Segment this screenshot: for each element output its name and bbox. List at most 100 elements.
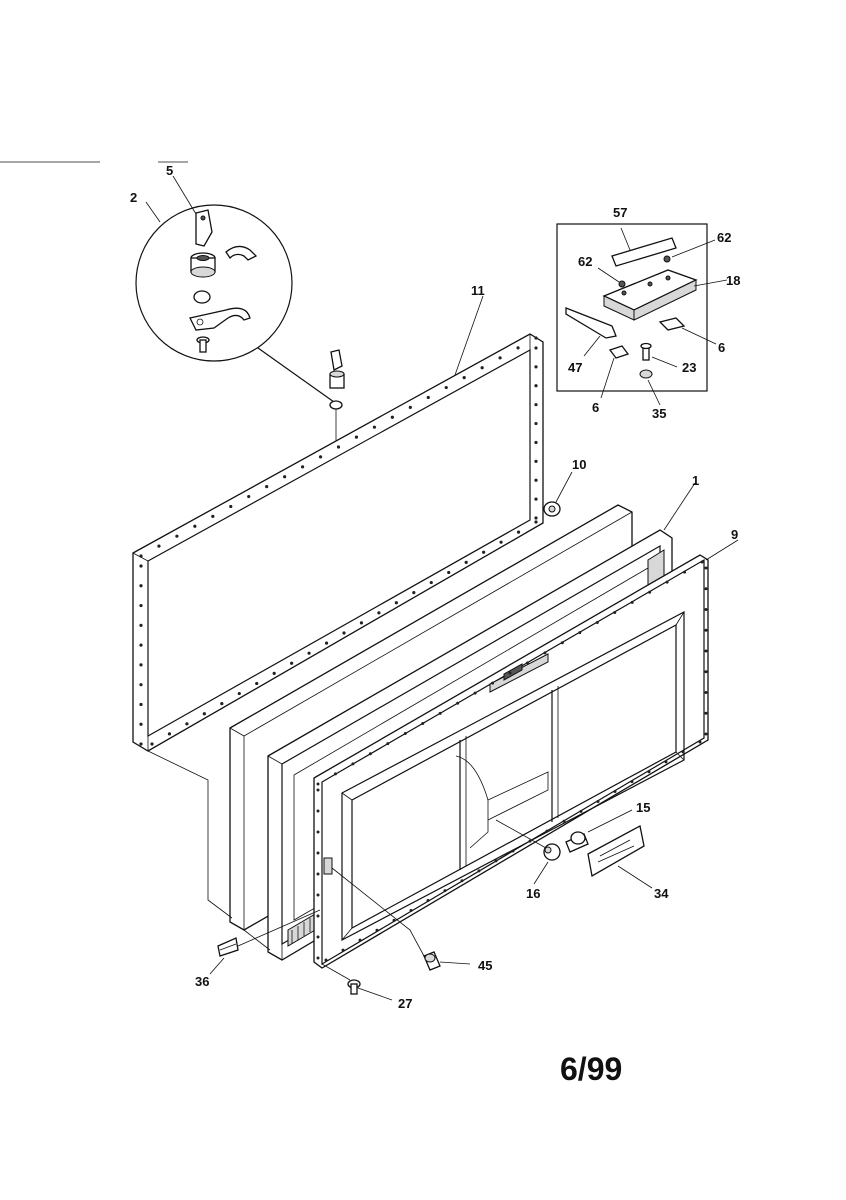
fastener-dot [683,570,687,574]
fastener-dot [429,580,433,585]
fastener-dot [358,938,362,942]
fastener-dot [480,366,484,370]
fastener-dot [316,851,320,855]
fastener-dot [704,566,708,570]
fastener-dot [700,560,704,564]
fastener-dot [139,643,143,647]
gasket-fastener-dots [139,336,538,746]
fastener-dot [139,663,143,667]
fastener-dot [647,770,651,774]
fastener-dot [316,830,320,834]
fastener-dot [265,485,269,489]
fastener-dot [392,918,396,922]
fastener-dot [377,611,381,615]
fastener-dot [464,560,468,564]
fastener-dot [477,869,481,873]
fastener-dot [560,641,564,645]
fastener-dot [704,608,708,611]
latch-opening [323,857,333,875]
callout-16: 16 [526,886,540,901]
fastener-dot [648,590,652,594]
fastener-dot [167,732,172,736]
retaining-clip-part [225,245,258,261]
fastener-dot [324,641,329,645]
fastener-dot [316,788,320,792]
fastener-dot [375,928,379,932]
fastener-dot [157,544,161,548]
fastener-dot [421,721,425,725]
fastener-dot [354,435,359,439]
callout-35: 35 [652,406,666,421]
fastener-dot [534,520,538,524]
fastener-dot [211,514,215,518]
fastener-dot [460,879,464,883]
fastener-dot [443,889,447,893]
fastener-dot [534,403,538,407]
fastener-dot [665,580,669,584]
callout-27: 27 [398,996,412,1011]
fastener-dot [664,760,668,764]
fastener-dot [342,631,346,635]
fastener-dot [613,610,617,614]
leader-2 [145,201,161,223]
fastener-dot [595,621,599,625]
fastener-dot [333,772,337,776]
fastener-dot [456,701,460,705]
fastener-dot [704,628,708,632]
fastener-dot [139,584,143,588]
latch-keeper-part [423,951,441,971]
lock-cylinder-part [190,252,216,278]
fastener-dot [316,935,320,939]
fastener-dot [534,384,538,388]
fastener-dot [237,691,241,696]
fastener-dot [316,809,320,813]
fastener-dot [426,899,430,903]
hinge-detail-box [556,223,708,392]
fastener-dot [139,554,143,558]
shim-right-part [658,317,686,331]
fastener-dot [139,722,143,726]
light-socket-part [543,843,561,861]
door-screw-part [347,979,361,995]
callout-15: 15 [636,800,650,815]
fastener-dot [390,415,394,419]
fastener-dot [220,702,224,706]
hinge-clip-part [217,937,239,957]
tape-strip-part [611,237,677,267]
fastener-dot [318,455,323,459]
fastener-dot [545,829,549,833]
fastener-dot [247,494,251,499]
fastener-dot [462,376,466,380]
fastener-dot [499,540,503,544]
fastener-dot [534,336,538,340]
fastener-dot [704,732,708,736]
fastener-dot [408,405,412,409]
callout-34: 34 [654,886,669,901]
fastener-dot [185,722,189,726]
fastener-dot [139,702,143,707]
fastener-dot [704,691,708,694]
fastener-dot [596,799,600,803]
fastener-dot [698,740,702,744]
fastener-dot [139,683,143,687]
handle-slot [489,653,549,693]
callout-18: 18 [726,273,740,288]
fastener-dot [175,534,179,538]
fastener-dot [508,671,512,675]
fastener-dot [359,621,364,625]
date-code: 6/99 [560,1051,622,1087]
callout-6-left: 6 [592,400,599,415]
fastener-dot [494,859,498,863]
fastener-dot [447,570,451,575]
fastener-dot [426,395,430,400]
fastener-dot [272,671,276,675]
fastener-dot [525,661,529,665]
shim-left-part [608,345,630,359]
fastener-dot [307,651,311,655]
callout-23: 23 [682,360,696,375]
fastener-dot [403,732,407,736]
fastener-dot [482,550,486,554]
fastener-dot [139,564,143,568]
callout-57: 57 [613,205,627,220]
callout-11: 11 [471,283,485,298]
